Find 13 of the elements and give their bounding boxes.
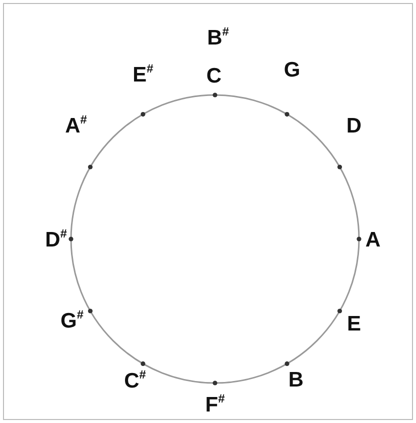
note-label: G [284, 60, 300, 80]
note-label: G$^{#}$ [60, 310, 84, 332]
note-label: A$^{#}$ [65, 116, 87, 136]
note-label: B$^{#}$ [207, 28, 229, 48]
note-label: D [346, 116, 362, 136]
note-label: F$^{#}$ [205, 394, 225, 416]
note-label: E$^{#}$ [132, 64, 154, 86]
note-label: E [347, 314, 361, 334]
note-label: A [365, 230, 381, 250]
note-label: D$^{#}$ [45, 230, 67, 250]
note-label: C$^{#}$ [124, 370, 146, 392]
note-label: B [288, 370, 304, 390]
note-label: C [206, 66, 222, 86]
